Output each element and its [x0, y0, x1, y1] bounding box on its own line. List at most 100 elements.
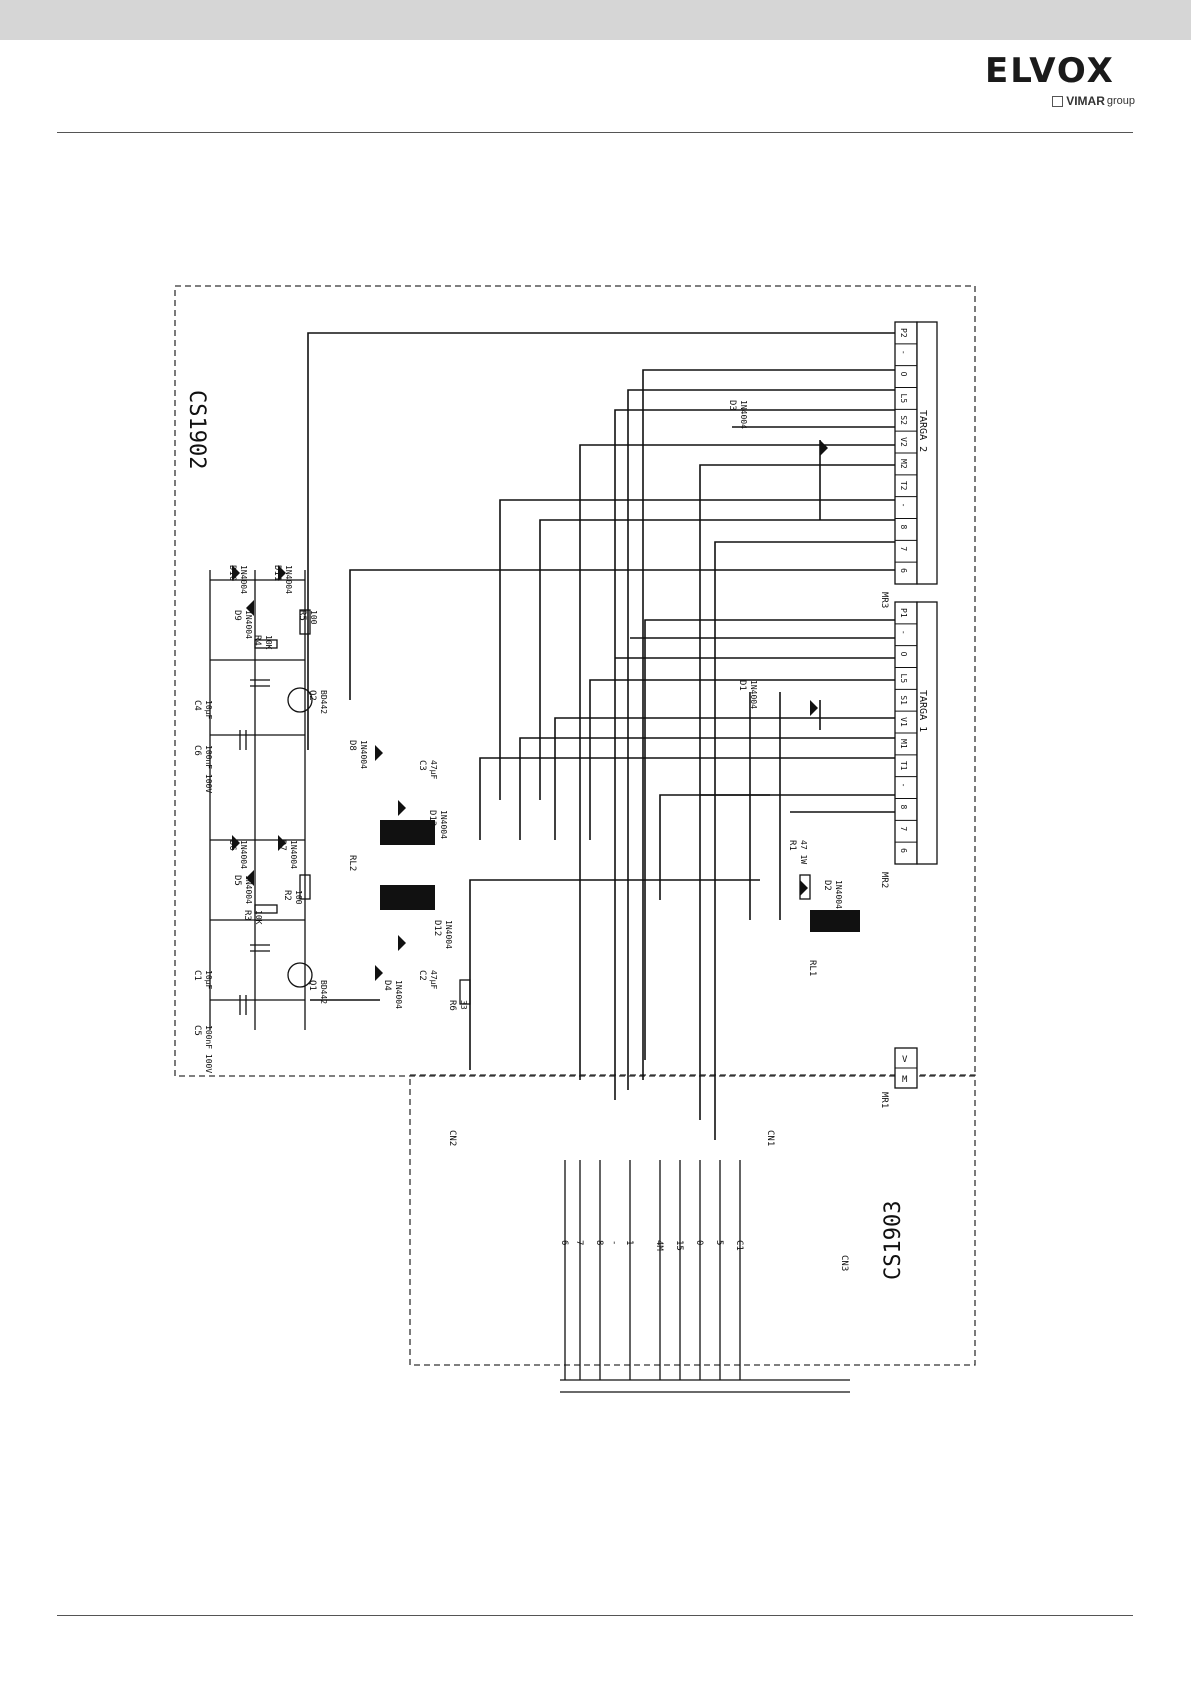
board-cs1902-outline [174, 285, 976, 1077]
component-ref: Q2 [307, 690, 317, 701]
component-value: 100 [294, 890, 303, 905]
targa2-pin: T2 [899, 481, 908, 491]
targa2-pin: - [899, 503, 908, 508]
logo-sub-suffix: group [1106, 95, 1135, 107]
component-value: 1N4004 [239, 840, 248, 869]
targa2-label: TARGA 2 [917, 410, 928, 452]
cn3-pin: 7 [574, 1240, 584, 1245]
diodes [232, 440, 828, 981]
cn3-pin: 4M [654, 1240, 664, 1251]
targa1-pin: L5 [899, 674, 908, 684]
component-ref: RL1 [807, 960, 817, 976]
connector-mr2-label: MR2 [879, 872, 889, 888]
component-ref: C1 [192, 970, 202, 981]
component-value: 47µF [429, 760, 438, 779]
component-value: 1N4004 [244, 610, 253, 639]
targa1-pin: V1 [899, 717, 908, 727]
logo-sub: VIMAR group [1052, 94, 1135, 108]
cn3-pin: 5 [714, 1240, 724, 1245]
connector-cn2-label: CN2 [447, 1130, 457, 1146]
component-value: 47µF [429, 970, 438, 989]
mr1-pin-v: V [902, 1055, 908, 1065]
component-ref: D1 [737, 680, 747, 691]
targa1-pin: 8 [899, 805, 908, 810]
component-value: 100nF 100V [204, 745, 213, 793]
component-ref: Q1 [307, 980, 317, 991]
cn3-pin: 6 [559, 1240, 569, 1245]
logo-text: ELVOX [985, 51, 1115, 91]
component-ref: D3 [727, 400, 737, 411]
targa1-pin: P1 [899, 608, 908, 618]
component-ref: D8 [347, 740, 357, 751]
board-cs1903-outline [409, 1074, 976, 1366]
top-bar [0, 0, 1191, 40]
component-ref: R1 [787, 840, 797, 851]
component-value: 1N4004 [394, 980, 403, 1009]
targa1-pin: 6 [899, 848, 908, 853]
targa1-pin: 7 [899, 826, 908, 831]
wires [307, 332, 895, 1140]
targa1-pin: O [899, 652, 908, 657]
targa2-pin: S2 [899, 415, 908, 425]
targa2-pin: - [899, 350, 908, 355]
board-cs1902-label: CS1902 [184, 390, 209, 469]
component-ref: R2 [282, 890, 292, 901]
targa2-pin: 7 [899, 546, 908, 551]
targa2-pin: P2 [899, 328, 908, 338]
component-ref: D2 [822, 880, 832, 891]
component-value: 1N4004 [834, 880, 843, 909]
footer-rule [57, 1615, 1133, 1616]
vimar-mark-icon [1052, 95, 1064, 107]
connector-mr3-label: MR3 [879, 592, 889, 608]
component-value: 1N4004 [749, 680, 758, 709]
component-ref: D7 [277, 840, 287, 851]
component-ref: D11 [272, 565, 282, 581]
terminal-block-mr1: V M [894, 1047, 918, 1089]
targa1-pin: - [899, 630, 908, 635]
power-stage [209, 570, 811, 1030]
mr1-pin-m: M [902, 1075, 908, 1085]
relay-rl2-coil-b [380, 885, 435, 910]
connector-cn3-label: CN3 [839, 1255, 849, 1271]
component-ref: D13 [427, 810, 437, 826]
cn3-pin: 8 [594, 1240, 604, 1245]
targa2-pin: 8 [899, 525, 908, 530]
targa1-label: TARGA 1 [917, 690, 928, 732]
cn3-pin: 15 [674, 1240, 684, 1251]
component-ref: D4 [382, 980, 392, 991]
component-value: BD442 [319, 690, 328, 714]
component-ref: C5 [192, 1025, 202, 1036]
header-rule [57, 132, 1133, 133]
component-value: BD442 [319, 980, 328, 1004]
connector-mr1-label: MR1 [879, 1092, 889, 1108]
targa1-pin: S1 [899, 695, 908, 705]
component-value: 1N4004 [244, 875, 253, 904]
cn3-pin: - [609, 1240, 619, 1245]
component-ref: D9 [232, 610, 242, 621]
board-cs1903-label: CS1903 [881, 1201, 906, 1280]
component-ref: R6 [447, 1000, 457, 1011]
component-value: 47 1W [799, 840, 808, 864]
component-ref: D6 [227, 840, 237, 851]
component-ref: D10 [227, 565, 237, 581]
targa1-pin: T1 [899, 761, 908, 771]
component-ref: RL2 [347, 855, 357, 871]
component-value: 100 [309, 610, 318, 625]
component-value: 1N4004 [284, 565, 293, 594]
cn3-connector [560, 1160, 850, 1393]
targa2-pin: 6 [899, 568, 908, 573]
relay-rl2-coil-a [380, 820, 435, 845]
targa2-pin: V2 [899, 437, 908, 447]
component-ref: D5 [232, 875, 242, 886]
component-ref: C6 [192, 745, 202, 756]
targa2-pin: O [899, 372, 908, 377]
component-value: 33 [459, 1000, 468, 1010]
targa1-pin: M1 [899, 739, 908, 749]
cn3-pin: 1 [624, 1240, 634, 1245]
component-ref: C3 [417, 760, 427, 771]
component-value: 10K [254, 910, 263, 925]
component-ref: R3 [242, 910, 252, 921]
component-value: 1N4004 [289, 840, 298, 869]
component-value: 10µF [204, 700, 213, 719]
